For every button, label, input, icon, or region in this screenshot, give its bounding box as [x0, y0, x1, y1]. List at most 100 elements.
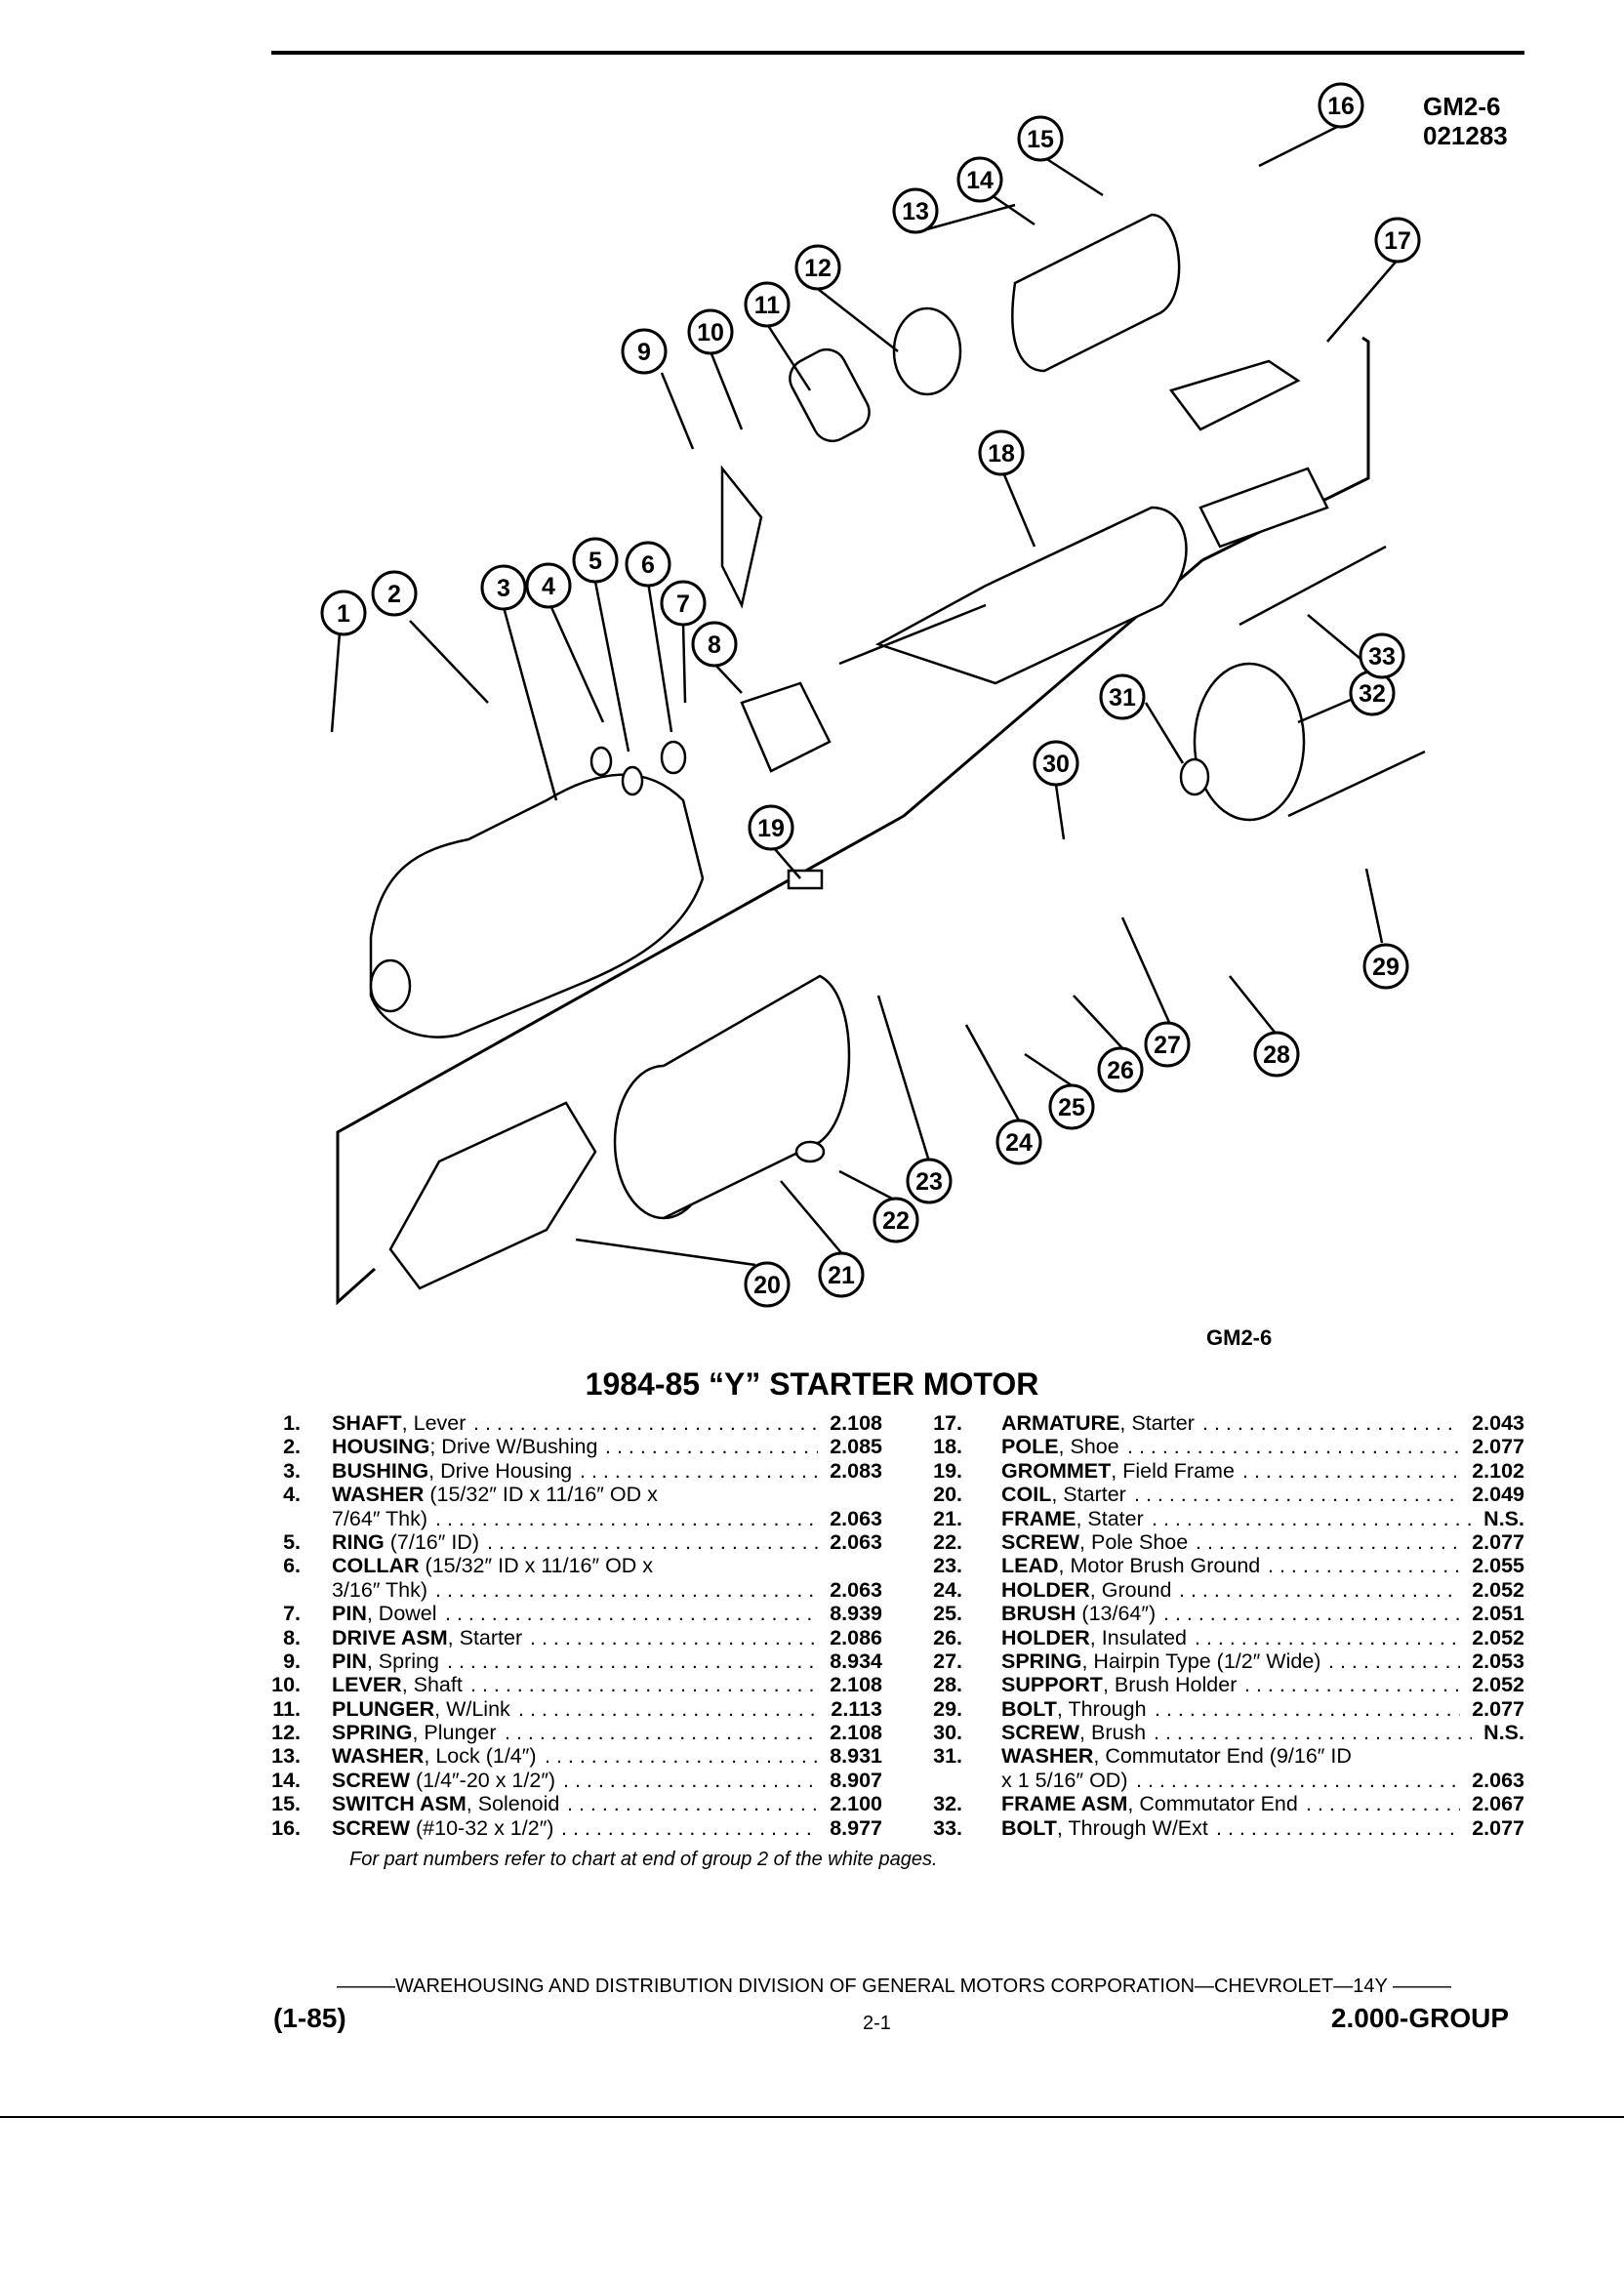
- part-description: 7/64″ Thk): [332, 1506, 428, 1530]
- callout-number: 31: [1109, 684, 1136, 712]
- part-description: (13/64″): [1076, 1602, 1157, 1626]
- part-description: (7/16″ ID): [384, 1529, 479, 1554]
- part-name: SCREW (1/4″-20 x 1/2″): [332, 1769, 555, 1792]
- part-name: WASHER (15/32″ ID x 11/16″ OD x: [332, 1483, 658, 1506]
- part-name: LEAD, Motor Brush Ground: [1001, 1554, 1260, 1577]
- part-name: SCREW (#10-32 x 1/2″): [332, 1816, 553, 1840]
- part-description: (15/32″ ID x 11/16″ OD x: [424, 1483, 658, 1507]
- page-title: 1984-85 “Y” STARTER MOTOR: [585, 1366, 1039, 1402]
- part-name: ARMATURE, Starter: [1001, 1411, 1195, 1435]
- leader-dots: . . . . . . . . . . . . . . . . . . . . …: [1244, 1673, 1460, 1697]
- footer-date: (1-85): [273, 2003, 346, 2033]
- part-name-bold: SCREW: [332, 1815, 411, 1840]
- part-row: 6.COLLAR (15/32″ ID x 11/16″ OD x: [258, 1554, 882, 1577]
- callout-circle: [572, 537, 619, 584]
- callout-circle: [1033, 740, 1079, 787]
- through-bolt: [1287, 750, 1426, 818]
- part-number: 9.: [283, 1649, 301, 1673]
- part-name-bold: BOLT: [1001, 1815, 1057, 1840]
- part-row: 31.WASHER, Commutator End (9/16″ ID: [912, 1744, 1524, 1768]
- part-name-bold: BOLT: [1001, 1696, 1057, 1721]
- part-name: POLE, Shoe: [1001, 1435, 1119, 1458]
- part-name-bold: LEAD: [1001, 1554, 1059, 1578]
- leader-dots: . . . . . . . . . . . . . . . . . . . . …: [1306, 1792, 1460, 1816]
- callout-number: 14: [966, 167, 994, 194]
- part-name-bold: FRAME ASM: [1001, 1792, 1128, 1816]
- part-value: 8.939: [830, 1602, 882, 1626]
- part-value: 2.063: [830, 1577, 882, 1602]
- part-description: , Commutator End: [1127, 1792, 1298, 1816]
- callout-circle: [818, 1251, 865, 1298]
- part-number: 21.: [933, 1506, 962, 1530]
- callout-number: 11: [754, 292, 781, 319]
- part-number: 17.: [933, 1411, 962, 1435]
- callout-number: 8: [708, 631, 721, 659]
- part-row: x 1 5/16″ OD)2.063 . . . . . . . . . . .…: [912, 1769, 1524, 1792]
- leader-dots: . . . . . . . . . . . . . . . . . . . . …: [473, 1411, 818, 1435]
- callout-number: 19: [757, 815, 785, 842]
- part-name: SCREW, Brush: [1001, 1721, 1146, 1744]
- callout-number: 10: [697, 319, 724, 346]
- part-name: FRAME, Stater: [1001, 1507, 1144, 1530]
- washer-small: [589, 746, 613, 777]
- callout-number: 21: [828, 1262, 855, 1289]
- pole-shoe-lower: [1198, 467, 1329, 549]
- shift-lever: [720, 465, 763, 609]
- leader-dots: . . . . . . . . . . . . . . . . . . . . …: [518, 1696, 819, 1721]
- parts-drawing: [369, 213, 1426, 1290]
- part-number: 12.: [271, 1721, 301, 1745]
- leader-dots: . . . . . . . . . . . . . . . . . . . . …: [445, 1602, 818, 1626]
- part-number: 10.: [271, 1673, 301, 1697]
- leader-dots: . . . . . . . . . . . . . . . . . . . . …: [530, 1625, 818, 1649]
- callout-circle: [744, 1261, 791, 1308]
- part-name-bold: FRAME: [1001, 1506, 1076, 1530]
- part-description: ; Drive W/Bushing: [429, 1435, 598, 1459]
- part-number: 29.: [933, 1696, 962, 1721]
- callout-number: 22: [882, 1207, 910, 1235]
- leader-dots: . . . . . . . . . . . . . . . . . . . . …: [1134, 1483, 1460, 1507]
- part-name-bold: SPRING: [1001, 1649, 1082, 1673]
- part-description: , Insulated: [1089, 1625, 1187, 1649]
- callout-number: 32: [1359, 680, 1386, 708]
- callout-circle: [1097, 1046, 1144, 1093]
- part-name-bold: WASHER: [1001, 1744, 1094, 1769]
- part-name-bold: BUSHING: [332, 1458, 429, 1483]
- part-name-bold: SCREW: [332, 1768, 411, 1792]
- callout-circle: [1253, 1031, 1300, 1078]
- part-value: 2.108: [830, 1411, 882, 1435]
- footer-page: 2-1: [863, 2013, 891, 2034]
- leader-dots: . . . . . . . . . . . . . . . . . . . . …: [1195, 1625, 1460, 1649]
- part-value: 2.085: [830, 1435, 882, 1459]
- part-name: RING (7/16″ ID): [332, 1530, 479, 1554]
- collar-small: [660, 740, 687, 775]
- part-number: 22.: [933, 1529, 962, 1554]
- part-row: 13.WASHER, Lock (1/4″)8.931 . . . . . . …: [258, 1744, 882, 1768]
- callout-circle: [995, 1119, 1042, 1165]
- callout-circle: [691, 621, 738, 668]
- part-value: 2.052: [1472, 1625, 1524, 1649]
- armature-shape: [874, 506, 1188, 685]
- part-name: HOLDER, Insulated: [1001, 1626, 1187, 1649]
- part-number: 7.: [283, 1602, 301, 1626]
- callout-number: 4: [542, 573, 555, 600]
- part-value: 2.077: [1472, 1529, 1524, 1554]
- part-name: SPRING, Plunger: [332, 1721, 497, 1744]
- part-description: , Solenoid: [466, 1792, 560, 1816]
- part-row: 7/64″ Thk)2.063 . . . . . . . . . . . . …: [258, 1507, 882, 1530]
- commutator-washer: [1179, 757, 1210, 796]
- part-name: 3/16″ Thk): [332, 1578, 427, 1602]
- part-name-bold: SPRING: [332, 1721, 413, 1745]
- leader-dots: . . . . . . . . . . . . . . . . . . . . …: [567, 1792, 818, 1816]
